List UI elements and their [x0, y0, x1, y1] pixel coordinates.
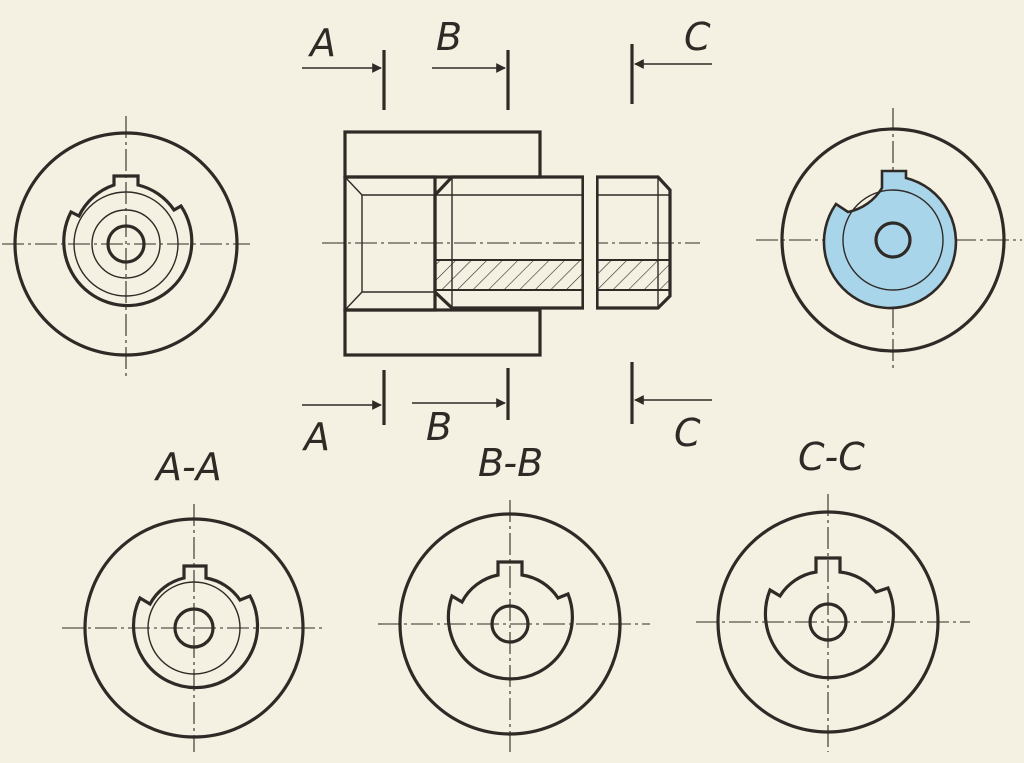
marker-top-c: C	[684, 15, 711, 59]
left-end-view	[2, 116, 250, 378]
marker-bottom-c: C	[674, 411, 701, 455]
marker-bottom-a: A	[301, 415, 330, 459]
marker-top-a: A	[307, 21, 336, 65]
front-section-view	[322, 130, 700, 357]
section-title-a: A-A	[153, 445, 222, 489]
section-title-b: B-B	[478, 441, 543, 485]
highlighted-part	[822, 169, 958, 310]
marker-bottom-b: B	[426, 405, 452, 449]
section-title-c: C-C	[798, 435, 865, 479]
section-a-a	[62, 504, 326, 752]
section-b-b	[378, 500, 650, 752]
cut-markers	[302, 44, 712, 425]
marker-top-b: B	[436, 15, 462, 59]
section-c-c	[696, 494, 970, 752]
right-end-view	[756, 108, 1022, 372]
